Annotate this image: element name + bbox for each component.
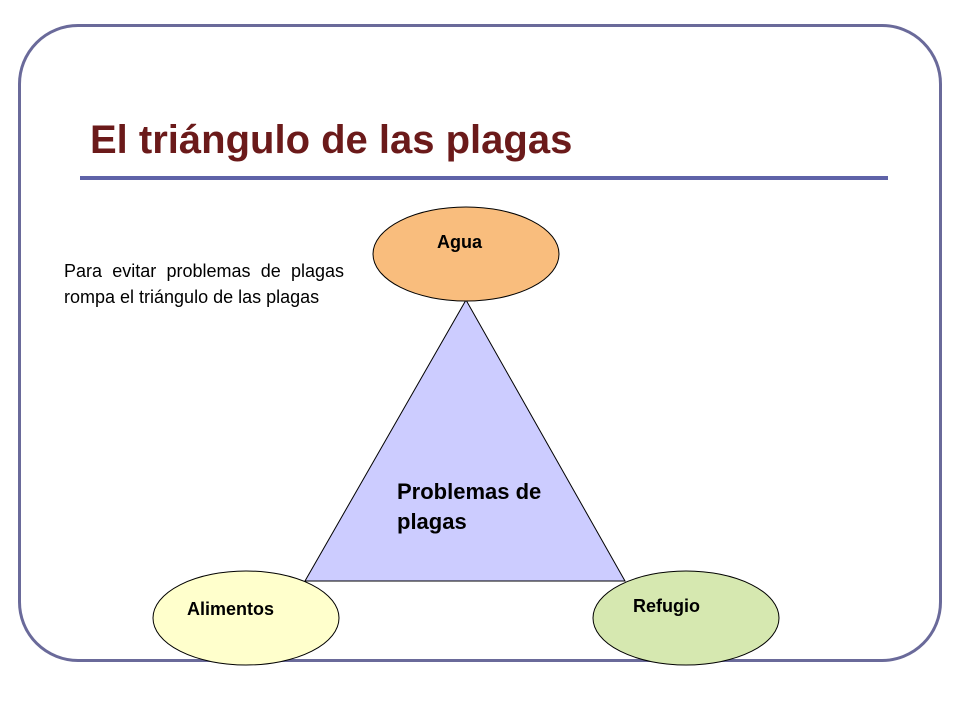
agua-node xyxy=(372,206,560,302)
alimentos-node xyxy=(152,570,340,666)
instruction-note: Para evitar problemas de plagas rompa el… xyxy=(64,261,344,307)
agua-label: Agua xyxy=(437,232,482,252)
title-underline xyxy=(80,176,888,180)
triangle-center-label: Problemas de plagas xyxy=(397,479,542,534)
alimentos-label: Alimentos xyxy=(187,599,275,619)
slide-title: El triángulo de las plagas xyxy=(90,118,573,162)
slide-frame xyxy=(18,24,942,662)
refugio-label: Refugio xyxy=(633,596,700,616)
pest-triangle xyxy=(304,298,626,582)
refugio-node xyxy=(592,570,780,666)
